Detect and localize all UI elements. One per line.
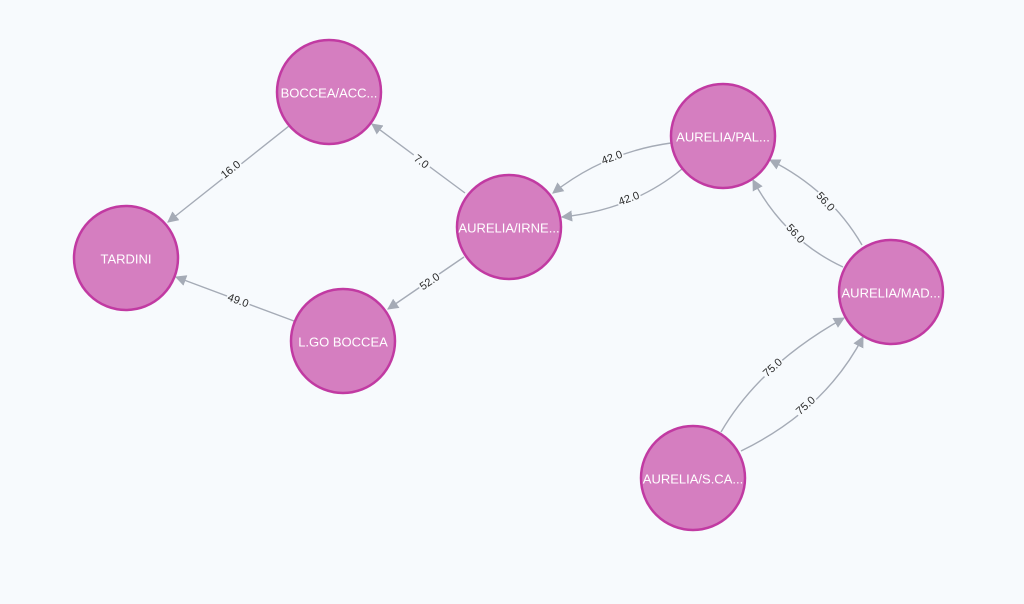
node-lgo-boccea[interactable]: L.GO BOCCEA (289, 287, 397, 395)
edge-sca-to-mad-b[interactable]: 75.0 (740, 336, 864, 452)
edge-sca-to-mad-a[interactable]: 75.0 (720, 317, 845, 433)
node-aurelia-irne[interactable]: AURELIA/IRNE... (455, 173, 563, 281)
node-layer: BOCCEA/ACC... TARDINI AURELIA/IRNE... L.… (72, 38, 945, 532)
edge-mad-to-pal-a[interactable]: 56.0 (768, 159, 863, 246)
node-tardini[interactable]: TARDINI (72, 204, 180, 312)
edge-irne-to-boccea[interactable]: 7.0 (371, 123, 466, 194)
edge-mad-to-pal-b[interactable]: 56.0 (752, 179, 844, 268)
edge-irne-to-lgo[interactable]: 52.0 (387, 256, 465, 310)
edge-pal-to-irne-b[interactable]: 42.0 (560, 168, 683, 222)
edge-pal-to-irne-a[interactable]: 42.0 (552, 142, 672, 194)
node-boccea-acc[interactable]: BOCCEA/ACC... (275, 38, 383, 146)
edge-lgo-to-tardini[interactable]: 49.0 (174, 275, 295, 322)
node-aurelia-sca[interactable]: AURELIA/S.CA... (639, 424, 747, 532)
node-aurelia-mad[interactable]: AURELIA/MAD... (837, 238, 945, 346)
node-aurelia-pal[interactable]: AURELIA/PAL... (669, 82, 777, 190)
edge-boccea-to-tardini[interactable]: 16.0 (167, 125, 290, 223)
